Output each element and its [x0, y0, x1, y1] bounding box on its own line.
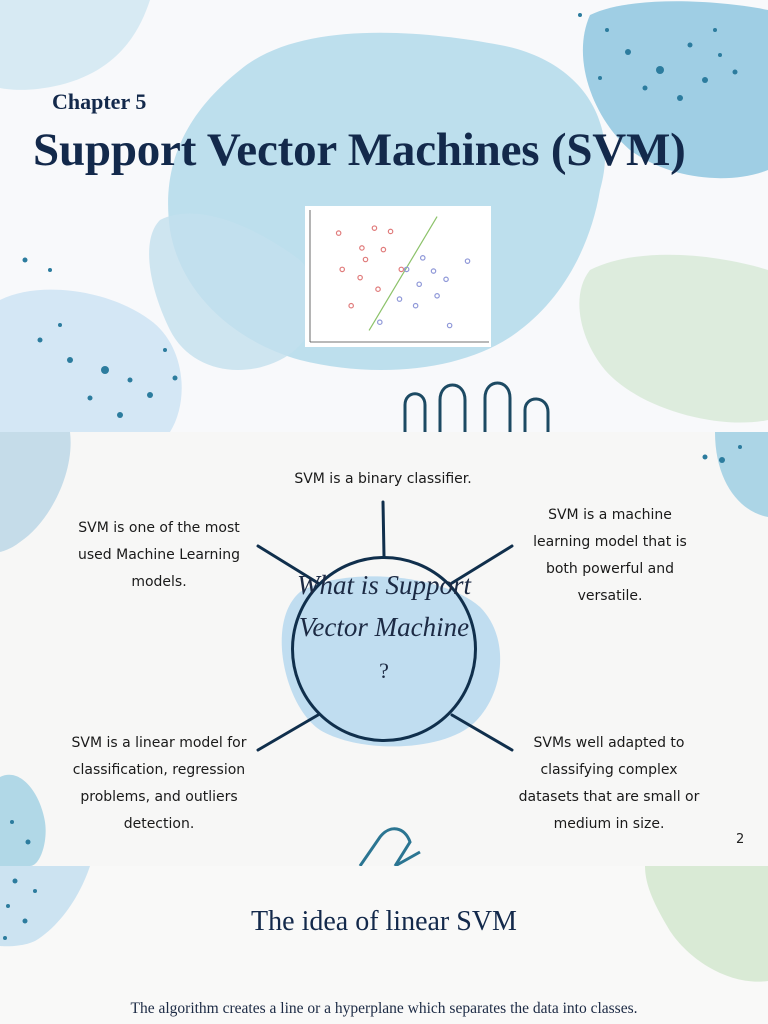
presentation-title: Support Vector Machines (SVM): [33, 124, 686, 176]
mind-map-connectors: [256, 500, 514, 752]
chapter-label: Chapter 5: [52, 89, 147, 114]
scatter-point-1-9: [377, 319, 383, 326]
scatter-point-1-0: [419, 255, 426, 261]
center-question-text: What is Support Vector Machine: [296, 570, 471, 642]
scatter-plot-svg: [309, 210, 489, 343]
scatter-point-0-2: [387, 228, 394, 235]
scatter-point-0-1: [371, 225, 378, 231]
callout-top-right: SVM is a machine learning model that is …: [533, 507, 687, 604]
scatter-plot: [305, 206, 491, 347]
scatter-point-1-3: [430, 268, 437, 274]
scatter-point-0-6: [339, 266, 346, 273]
scatter-point-0-9: [375, 286, 381, 293]
scatter-point-1-7: [434, 293, 440, 299]
callout-top: SVM is a binary classifier.: [294, 471, 472, 487]
callout-bottom-left: SVM is a linear model for classification…: [71, 735, 247, 832]
scatter-point-0-8: [398, 266, 405, 273]
scatter-point-1-10: [446, 322, 453, 329]
callout-top-left: SVM is one of the most used Machine Lear…: [78, 520, 240, 590]
scatter-point-1-2: [403, 266, 410, 273]
scatter-point-0-5: [380, 246, 387, 253]
center-circle: [291, 556, 477, 742]
question-mark: ?: [379, 658, 389, 683]
callout-bottom-right: SVMs well adapted to classifying complex…: [518, 735, 700, 832]
scatter-point-0-3: [359, 245, 365, 251]
slide-title: The idea of linear SVM: [251, 906, 517, 937]
page-number: 2: [736, 832, 745, 847]
scatter-point-0-10: [348, 302, 354, 309]
scatter-point-1-5: [416, 281, 422, 288]
center-question: What is Support Vector Machine ?: [296, 565, 472, 692]
scatter-point-1-1: [464, 258, 471, 264]
linear-svm-slide: [0, 866, 768, 1024]
scatter-point-1-4: [443, 276, 449, 283]
title-slide: Chapter 5 Support Vector Machines (SVM): [0, 0, 768, 432]
slide-body-text: The algorithm creates a line or a hyperp…: [130, 1000, 638, 1017]
mind-map-slide: SVM is a binary classifier. SVM is one o…: [0, 432, 768, 866]
scatter-point-0-0: [335, 230, 342, 236]
scatter-point-0-7: [357, 274, 363, 281]
scatter-point-1-8: [412, 302, 419, 309]
scatter-point-0-4: [362, 256, 369, 263]
separating-line: [368, 216, 438, 331]
watercolor-background: [0, 0, 768, 432]
scatter-point-1-6: [396, 296, 403, 302]
watercolor-background: [0, 866, 768, 982]
